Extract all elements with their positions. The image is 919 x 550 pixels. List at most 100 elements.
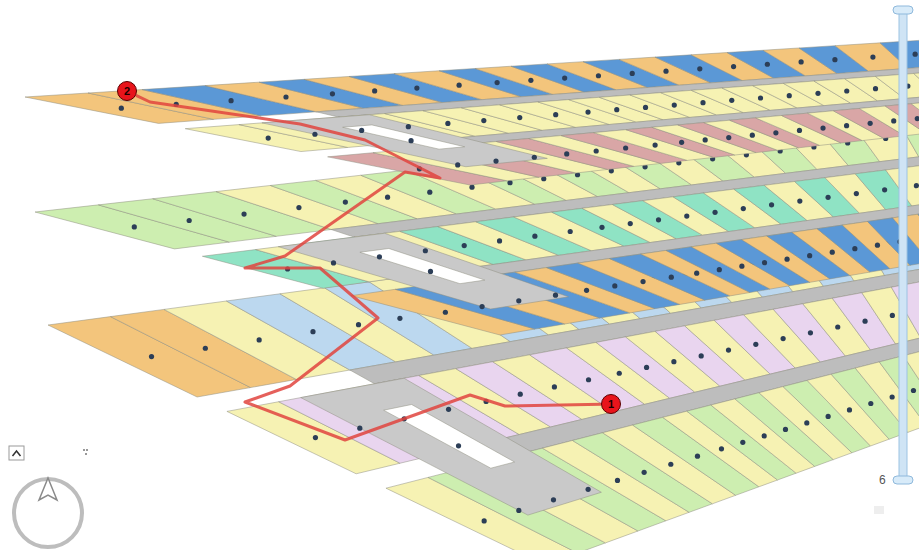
room-point <box>149 354 154 359</box>
room-point <box>427 190 432 195</box>
room-point <box>668 462 673 467</box>
room-point <box>532 234 537 239</box>
floor-slab <box>25 40 919 185</box>
room-point <box>741 206 746 211</box>
stop-number: 2 <box>124 86 130 97</box>
room-point <box>694 271 699 276</box>
room-point <box>446 407 451 412</box>
grip-dot <box>85 453 87 455</box>
floor-slab <box>48 205 919 550</box>
room-point <box>844 123 849 128</box>
room-point <box>726 348 731 353</box>
room-point <box>729 98 734 103</box>
room-point <box>671 359 676 364</box>
room-point <box>532 155 537 160</box>
room-point <box>804 420 809 425</box>
room-point <box>699 353 704 358</box>
room-point <box>769 202 774 207</box>
room-point <box>623 145 628 150</box>
room-point <box>456 443 461 448</box>
room-point <box>783 427 788 432</box>
room-point <box>628 221 633 226</box>
room-point <box>119 106 124 111</box>
room-point <box>385 195 390 200</box>
compass-ring <box>14 479 82 547</box>
room-point <box>568 229 573 234</box>
slider-button <box>874 506 884 514</box>
floor-stack <box>25 40 919 550</box>
room-area <box>343 125 465 149</box>
room-point <box>528 78 533 83</box>
caret-icon <box>13 451 21 456</box>
room-point <box>765 62 770 67</box>
room-point <box>830 250 835 255</box>
collapse-button <box>9 446 88 460</box>
room-point <box>914 183 919 188</box>
room-point <box>784 257 789 262</box>
room-point <box>753 342 758 347</box>
room-point <box>228 98 233 103</box>
room-point <box>739 264 744 269</box>
room-point <box>469 185 474 190</box>
room-point <box>518 392 523 397</box>
grip-dot <box>86 449 88 451</box>
compass <box>14 478 82 547</box>
room-point <box>719 446 724 451</box>
room-point <box>445 121 450 126</box>
room-point <box>482 518 487 523</box>
slider-track <box>899 8 907 480</box>
room-point <box>357 426 362 431</box>
room-point <box>408 138 413 143</box>
route-stop-marker: 2 <box>117 81 137 101</box>
room-point <box>455 162 460 167</box>
room-point <box>703 137 708 142</box>
room-point <box>844 88 849 93</box>
room-point <box>890 313 895 318</box>
room-point <box>553 293 558 298</box>
room-point <box>585 109 590 114</box>
room-point <box>612 283 617 288</box>
level-slider <box>874 6 913 514</box>
room-point <box>726 135 731 140</box>
room-point <box>712 210 717 215</box>
room-point <box>825 195 830 200</box>
room-point <box>750 133 755 138</box>
room-point <box>296 205 301 210</box>
room-point <box>551 497 556 502</box>
room-point <box>762 433 767 438</box>
room-point <box>516 298 521 303</box>
room-point <box>257 337 262 342</box>
room-area <box>360 248 485 283</box>
room-point <box>493 158 498 163</box>
room-point <box>826 414 831 419</box>
room-point <box>462 243 467 248</box>
room-point <box>679 140 684 145</box>
room-point <box>656 217 661 222</box>
room-point <box>852 246 857 251</box>
room-point <box>643 105 648 110</box>
room-point <box>868 121 873 126</box>
button-frame <box>9 446 24 460</box>
room-point <box>330 91 335 96</box>
room-area <box>914 71 919 96</box>
room-point <box>443 310 448 315</box>
room-point <box>599 225 604 230</box>
room-point <box>331 260 336 265</box>
room-point <box>847 407 852 412</box>
room-point <box>187 218 192 223</box>
room-point <box>283 94 288 99</box>
room-point <box>915 116 919 121</box>
floor-level-number: 6 <box>878 473 887 487</box>
room-area <box>875 74 919 99</box>
room-point <box>553 112 558 117</box>
room-point <box>497 238 502 243</box>
room-point <box>377 254 382 259</box>
room-point <box>669 275 674 280</box>
room-point <box>423 248 428 253</box>
room-point <box>913 52 918 57</box>
room-point <box>132 224 137 229</box>
room-point <box>797 128 802 133</box>
